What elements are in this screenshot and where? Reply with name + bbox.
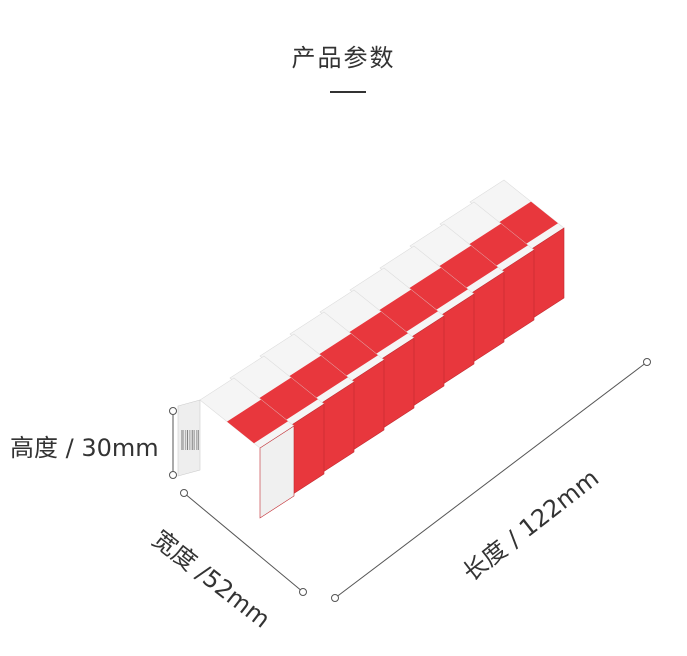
staple-box — [289, 311, 385, 453]
height-label: 高度 / 30mm — [10, 434, 159, 462]
title-underline — [330, 91, 366, 93]
length-dimension-line — [331, 358, 651, 602]
width-dimension-line — [180, 489, 307, 596]
height-dimension-line — [169, 407, 177, 479]
staple-box — [199, 377, 295, 519]
page-title: 产品参数 — [291, 44, 396, 72]
staple-box — [379, 245, 475, 387]
staple-box-stack — [177, 179, 565, 519]
